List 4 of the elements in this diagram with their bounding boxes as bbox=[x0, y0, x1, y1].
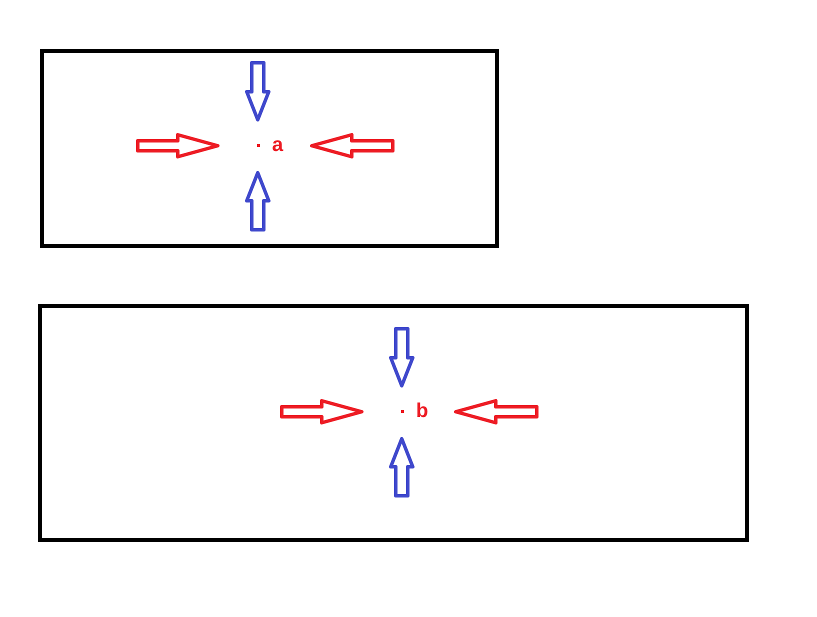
frame-rectangle bbox=[38, 304, 749, 542]
point-label: b bbox=[416, 401, 428, 421]
point-label: a bbox=[272, 135, 284, 155]
frame-rectangle bbox=[40, 49, 499, 248]
